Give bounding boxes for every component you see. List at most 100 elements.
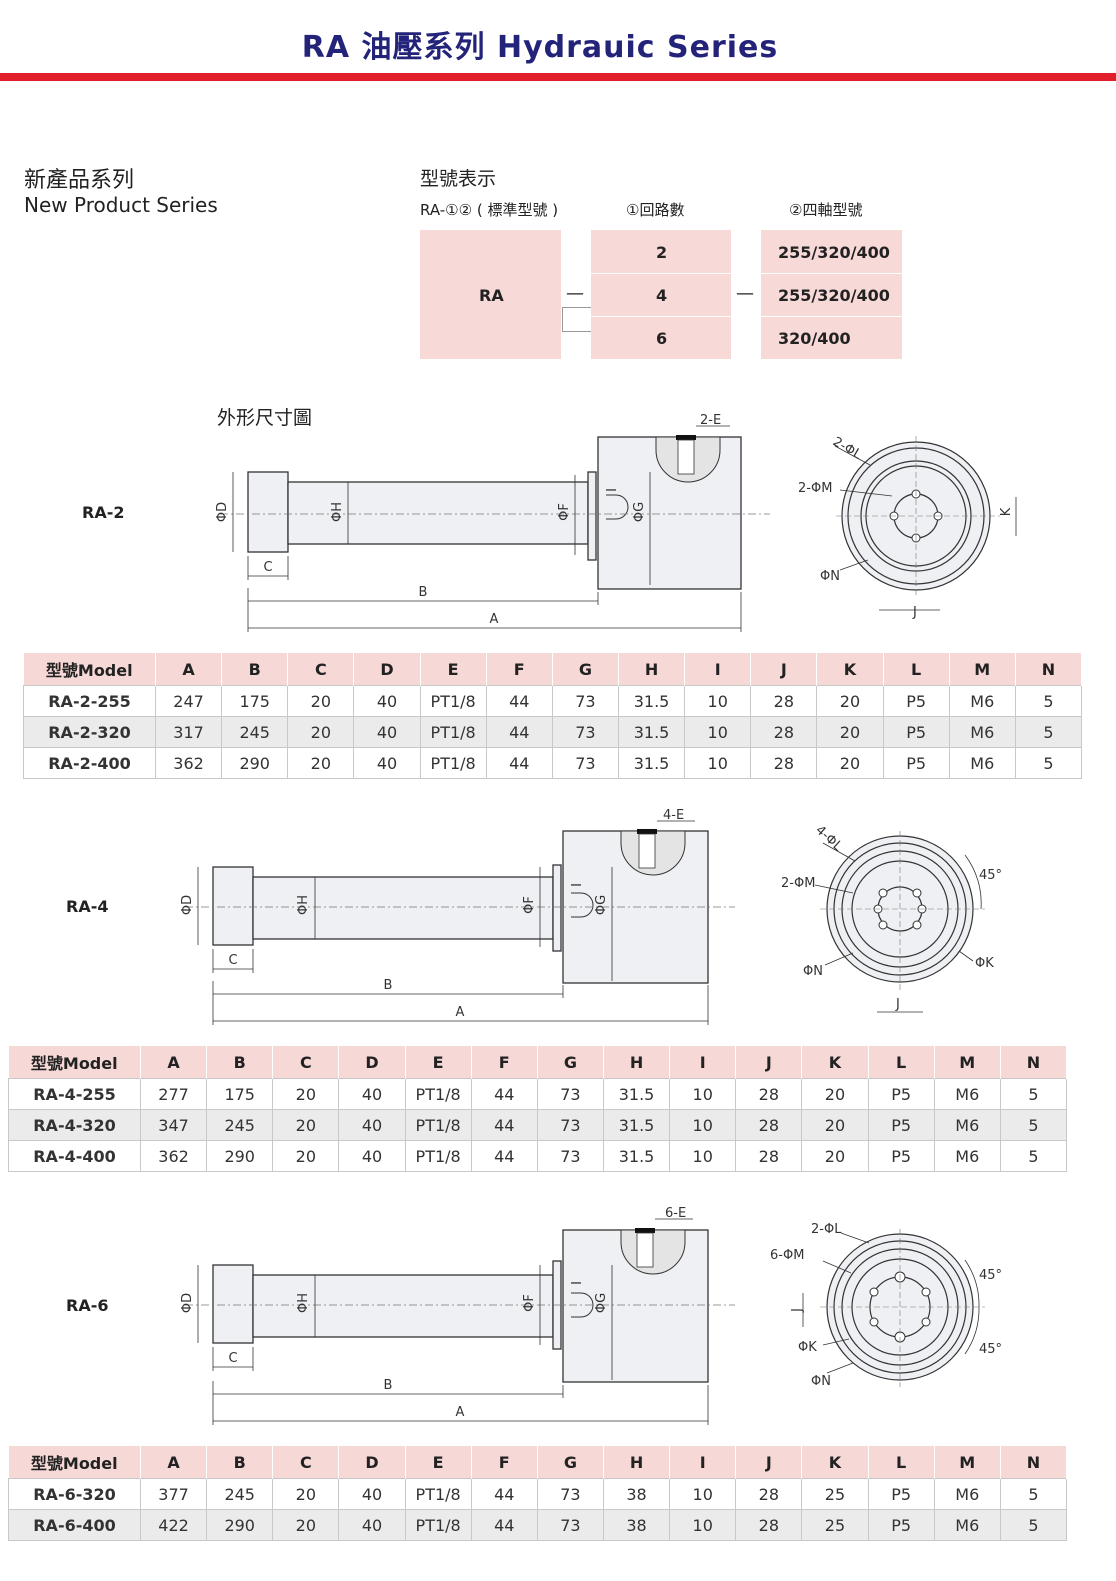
- cylinder-end-view-ra-4: 4-ΦL 2-ΦM ΦN ΦK 45° J: [781, 823, 1002, 1013]
- spec-table-header: 型號Model A B C D E F G H I J K L M N: [8, 1446, 1068, 1479]
- cell-f: 44: [485, 747, 553, 779]
- end-label-l: 2-ΦL: [811, 1222, 842, 1237]
- cell-model: RA-2-320: [23, 716, 156, 748]
- cell-i: 10: [684, 716, 752, 748]
- cell-j: 28: [735, 1478, 803, 1510]
- end-label-pk: ΦK: [798, 1340, 817, 1355]
- dim-label-c: C: [228, 953, 237, 968]
- spec-table-header: 型號Model A B C D E F G H I J K L M N: [8, 1046, 1068, 1079]
- cell-e: PT1/8: [419, 685, 487, 717]
- cell-a: 277: [139, 1078, 208, 1110]
- cell-c: 20: [272, 1140, 340, 1172]
- cell-c: 20: [272, 1109, 340, 1141]
- dim-label-a: A: [456, 1005, 465, 1020]
- cell-k: 20: [816, 685, 884, 717]
- cell-d: 40: [353, 716, 421, 748]
- th-h: H: [618, 653, 686, 686]
- cell-model: RA-4-320: [8, 1109, 141, 1141]
- cell-k: 20: [801, 1140, 869, 1172]
- end-label-angle: 45°: [979, 868, 1002, 883]
- cell-b: 245: [221, 716, 289, 748]
- cell-b: 245: [206, 1478, 274, 1510]
- model-circuits-value: 6: [656, 329, 668, 348]
- cell-b: 290: [206, 1140, 274, 1172]
- section-label-ra-2: RA-2: [82, 503, 125, 522]
- model-circuits-value: 4: [656, 286, 668, 305]
- cell-n: 5: [1014, 685, 1083, 717]
- header-red-rule: [0, 73, 1116, 81]
- cell-l: P5: [867, 1109, 935, 1141]
- th-f: F: [471, 1046, 538, 1079]
- cell-i: 10: [669, 1078, 737, 1110]
- end-label-angle: 45°: [979, 1268, 1002, 1283]
- cell-n: 5: [999, 1078, 1068, 1110]
- dim-label-a: A: [456, 1405, 465, 1420]
- end-label-j: J: [790, 1308, 805, 1313]
- cell-model: RA-6-400: [8, 1509, 141, 1541]
- new-product-title-en: New Product Series: [24, 193, 218, 217]
- cell-j: 28: [735, 1078, 803, 1110]
- model-axis-value: 255/320/400: [778, 286, 890, 305]
- cell-l: P5: [867, 1078, 935, 1110]
- cell-a: 362: [139, 1140, 208, 1172]
- cell-f: 44: [485, 716, 553, 748]
- th-c: C: [272, 1446, 340, 1479]
- cell-b: 290: [221, 747, 289, 779]
- cell-h: 38: [602, 1478, 671, 1510]
- th-g: G: [537, 1046, 604, 1079]
- end-label-k: K: [999, 507, 1014, 516]
- cell-a: 347: [139, 1109, 208, 1141]
- dim-label-d: ΦD: [180, 1293, 195, 1313]
- th-j: J: [750, 653, 818, 686]
- cell-a: 377: [139, 1478, 208, 1510]
- cell-f: 44: [470, 1509, 538, 1541]
- cell-m: M6: [933, 1109, 1001, 1141]
- th-k: K: [801, 1446, 869, 1479]
- dim-label-h: ΦH: [330, 502, 345, 522]
- end-label-n: ΦN: [811, 1374, 831, 1389]
- cell-g: 73: [551, 685, 619, 717]
- cell-f: 44: [470, 1140, 538, 1172]
- cell-c: 20: [272, 1078, 340, 1110]
- th-l: L: [868, 1446, 935, 1479]
- cell-h: 31.5: [602, 1078, 671, 1110]
- model-scheme-head-standard: RA-①② ( 標準型號 ): [420, 201, 559, 219]
- dim-label-h: ΦH: [296, 1293, 311, 1313]
- th-a: A: [140, 1446, 208, 1479]
- th-k: K: [801, 1046, 869, 1079]
- th-a: A: [155, 653, 223, 686]
- cell-k: 20: [801, 1109, 869, 1141]
- cylinder-end-view-ra-6: 2-ΦL 6-ΦM ΦK ΦN 45° 45° J: [770, 1222, 1002, 1389]
- th-i: I: [669, 1046, 737, 1079]
- cell-h: 31.5: [602, 1109, 671, 1141]
- cell-j: 28: [735, 1509, 803, 1541]
- end-label-j: J: [912, 605, 917, 620]
- spec-table-ra-2: 型號Model A B C D E F G H I J K L M N RA-2…: [23, 653, 1083, 779]
- dim-label-f: ΦF: [557, 503, 572, 521]
- cell-e: PT1/8: [404, 1509, 472, 1541]
- model-prefix-box: RA: [420, 230, 561, 359]
- cell-i: 10: [669, 1140, 737, 1172]
- cell-a: 422: [139, 1509, 208, 1541]
- th-h: H: [603, 1446, 671, 1479]
- cell-c: 20: [272, 1509, 340, 1541]
- end-label-m: 2-ΦM: [781, 876, 815, 891]
- cell-f: 44: [470, 1478, 538, 1510]
- th-f: F: [471, 1446, 538, 1479]
- th-model: 型號Model: [23, 653, 156, 686]
- dim-label-e: 6-E: [665, 1206, 686, 1221]
- cell-model: RA-6-320: [8, 1478, 141, 1510]
- dim-label-c: C: [228, 1351, 237, 1366]
- cell-b: 175: [221, 685, 289, 717]
- dim-label-i: I: [570, 1281, 585, 1285]
- cell-d: 40: [338, 1109, 406, 1141]
- page-title: RA 油壓系列 Hydrauic Series: [301, 30, 779, 65]
- cell-model: RA-2-400: [23, 747, 156, 779]
- cell-h: 38: [602, 1509, 671, 1541]
- cell-i: 10: [669, 1478, 737, 1510]
- cell-d: 40: [338, 1140, 406, 1172]
- table-row: RA-6-320 377 245 20 40 PT1/8 44 73 38 10…: [8, 1478, 1068, 1510]
- dim-label-a: A: [490, 612, 499, 627]
- th-m: M: [934, 1446, 1001, 1479]
- cell-n: 5: [1014, 747, 1083, 779]
